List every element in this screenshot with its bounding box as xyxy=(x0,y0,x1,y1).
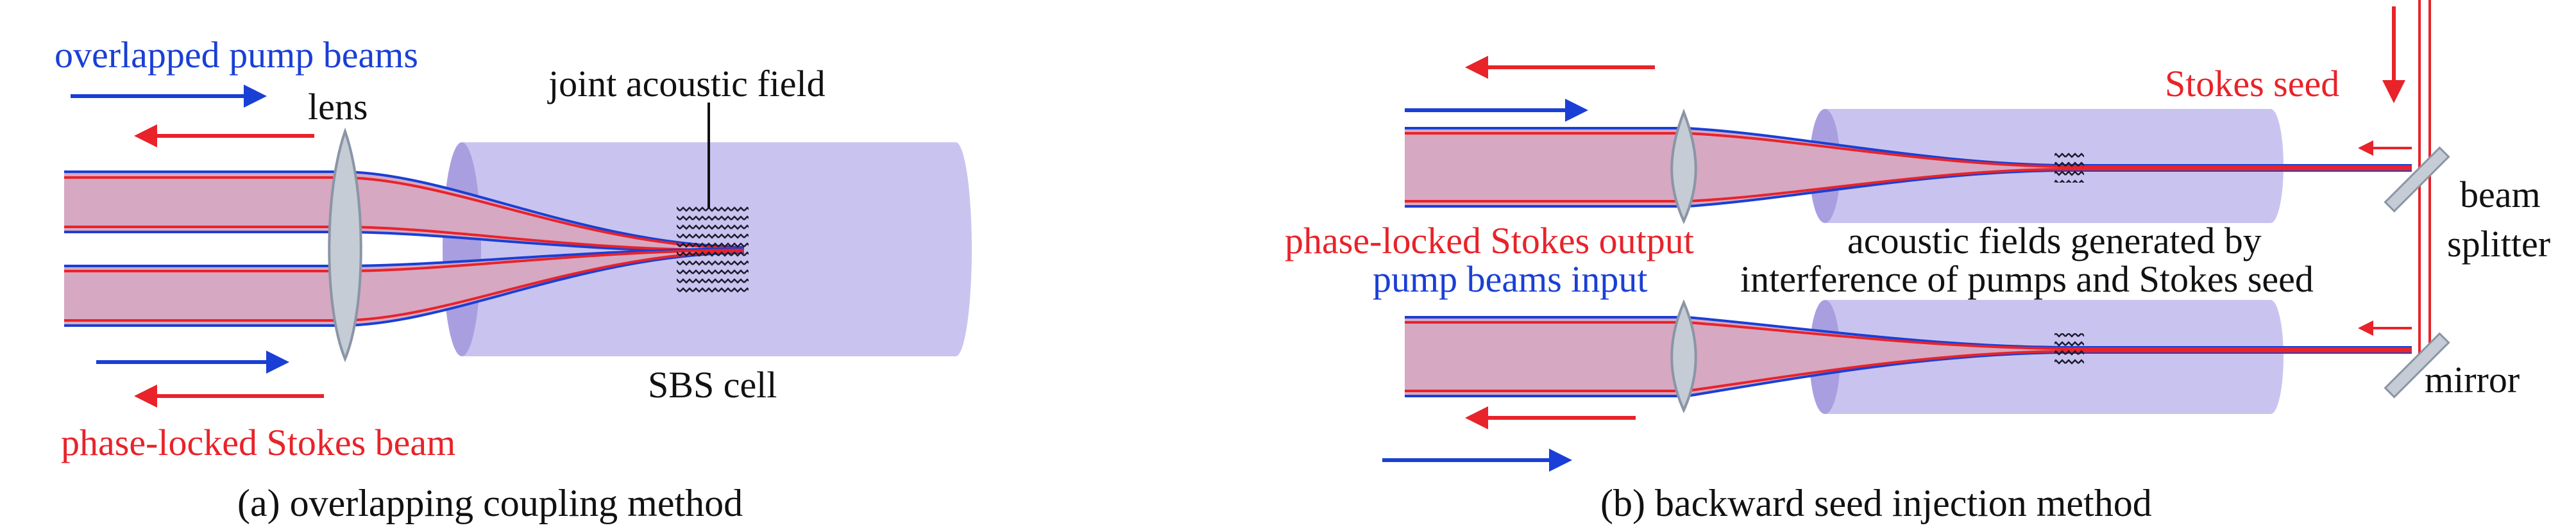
caption-b: (b) backward seed injection method xyxy=(1600,482,2152,524)
label-acoustic-fields-1: acoustic fields generated by xyxy=(1847,220,2262,261)
label-phase-locked-stokes-beam: phase-locked Stokes beam xyxy=(61,422,455,463)
label-stokes-seed: Stokes seed xyxy=(2165,63,2339,104)
lens-b-upper xyxy=(1670,108,1697,224)
mirror xyxy=(2384,332,2450,399)
label-joint-acoustic-field: joint acoustic field xyxy=(547,63,826,104)
label-phase-locked-stokes-output: phase-locked Stokes output xyxy=(1285,220,1694,261)
label-beam: beam xyxy=(2460,174,2541,215)
lens-b-lower xyxy=(1670,299,1697,413)
acoustic-field-icon-lower xyxy=(2055,333,2084,365)
label-splitter: splitter xyxy=(2447,223,2550,265)
label-overlapped-pump-beams: overlapped pump beams xyxy=(55,34,418,76)
beam-splitter xyxy=(2384,146,2450,213)
label-lens: lens xyxy=(308,86,368,128)
caption-a: (a) overlapping coupling method xyxy=(237,482,743,524)
joint-acoustic-field-icon xyxy=(677,204,749,295)
beam-upper-a xyxy=(64,170,745,253)
acoustic-field-icon-upper xyxy=(2055,152,2084,183)
label-mirror: mirror xyxy=(2425,359,2520,401)
panel-a: overlapped pump beams lens joint acousti… xyxy=(55,34,972,524)
label-pump-beams-input: pump beams input xyxy=(1373,258,1648,300)
beam-lower-b xyxy=(1405,316,2412,397)
beam-upper-b xyxy=(1405,127,2412,208)
label-sbs-cell: SBS cell xyxy=(648,364,777,406)
panel-b: Stokes seed phase-locked Stokes output p… xyxy=(1285,0,2550,524)
lens-a xyxy=(328,127,362,363)
label-acoustic-fields-2: interference of pumps and Stokes seed xyxy=(1740,258,2314,300)
beam-lower-a xyxy=(64,247,745,327)
